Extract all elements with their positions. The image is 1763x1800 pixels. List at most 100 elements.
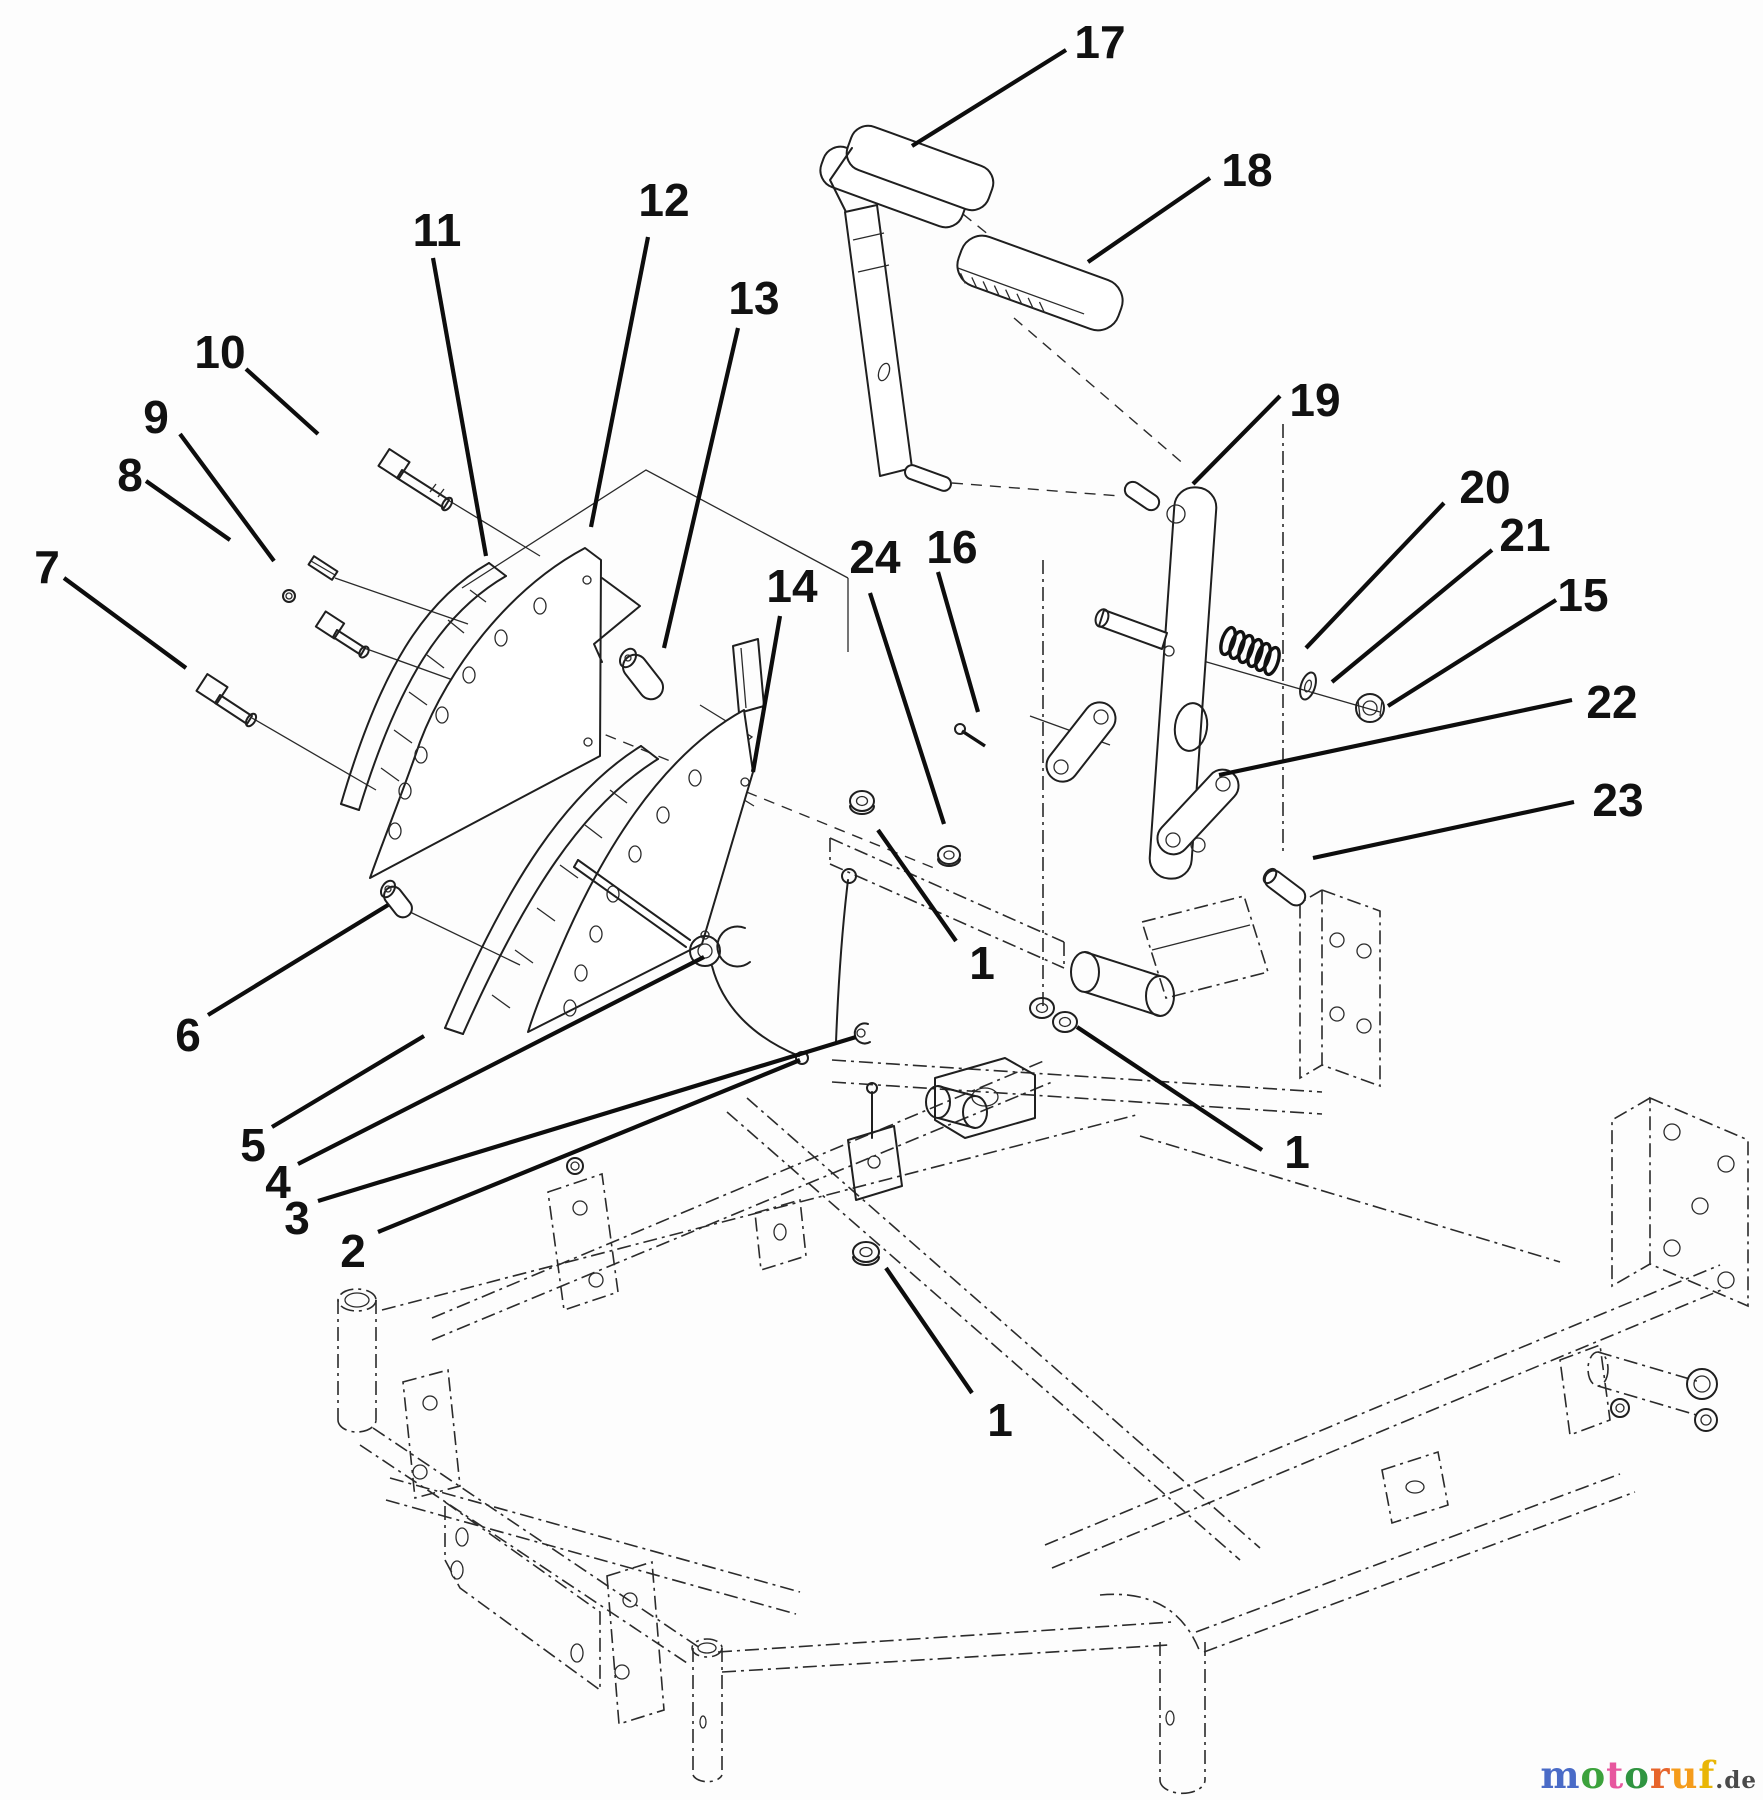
sector-plate-upper [370, 548, 640, 878]
key-8 [283, 556, 337, 602]
callout-3-leader [318, 1037, 856, 1201]
bolt-7 [196, 674, 258, 728]
watermark-letter: r [1649, 1753, 1671, 1797]
chassis-frame [338, 838, 1748, 1793]
callout-15-leader [1388, 600, 1556, 706]
callout-4-label: 4 [265, 1156, 291, 1208]
frame-post-left [338, 1289, 376, 1432]
cable-link [712, 966, 799, 1056]
flange-nuts-1-right [1030, 998, 1077, 1032]
callout-10-leader [246, 369, 318, 434]
callout-19-label: 19 [1289, 374, 1340, 426]
nut-15 [1356, 694, 1384, 722]
callout-5-label: 5 [240, 1119, 266, 1171]
callout-5-leader [272, 1036, 424, 1127]
callout-18-leader [1088, 178, 1210, 262]
callout-3-label: 3 [284, 1192, 310, 1244]
callout-22-label: 22 [1586, 676, 1637, 728]
frame-hanger-bracket-a [548, 1158, 618, 1310]
callout-17-leader [912, 50, 1066, 146]
callout-9-label: 9 [143, 391, 169, 443]
callout-2-leader [378, 1060, 800, 1232]
watermark-letter: t [1606, 1753, 1625, 1797]
callout-9-leader [180, 434, 274, 561]
frame-small-bracket [1382, 1452, 1448, 1523]
callout-24-leader [870, 593, 944, 824]
pivot-pin [1099, 610, 1167, 649]
wear-strip-upper [341, 563, 506, 810]
callout-6-leader [208, 905, 388, 1015]
watermark-letter: o [1580, 1753, 1607, 1797]
spring-20 [1218, 626, 1282, 676]
callout-23-leader [1313, 802, 1574, 858]
frame-post-right [1160, 1642, 1205, 1793]
callout-1-bottom-leader [886, 1268, 972, 1393]
frame-mid-plate [1071, 890, 1380, 1086]
pedal-lever-17 [815, 121, 998, 493]
callout-10-label: 10 [194, 326, 245, 378]
frame-post-middle [692, 1639, 722, 1782]
callout-1-right-label: 1 [1284, 1126, 1310, 1178]
frame-caster-mount [1560, 1345, 1717, 1435]
watermark-letter: m [1540, 1753, 1581, 1797]
wear-strip-lower [445, 746, 658, 1034]
sector-plate-lower [528, 639, 764, 1032]
bushing-6 [378, 878, 415, 921]
callout-21-label: 21 [1499, 509, 1550, 561]
nut-24 [938, 846, 960, 866]
callout-1-bottom-label: 1 [987, 1394, 1013, 1446]
frame-strap-rear [607, 1562, 664, 1724]
callout-15-label: 15 [1557, 569, 1608, 621]
bolt-10 [378, 449, 454, 512]
callout-11-leader [433, 258, 486, 556]
callout-8-leader [146, 481, 230, 540]
flange-nut-1-bottom [853, 1242, 879, 1265]
callout-13-label: 13 [728, 272, 779, 324]
watermark-letter: f [1698, 1753, 1716, 1797]
spacer-13 [617, 646, 668, 704]
callout-4-leader [298, 957, 704, 1164]
callout-1-middle-leader [878, 830, 956, 941]
callout-1-right-leader [1077, 1027, 1262, 1150]
frame-hanger-bracket-b [755, 1200, 806, 1270]
pedal-pad-18 [951, 229, 1129, 336]
frame-lever-mount [830, 838, 1064, 1138]
callout-18-label: 18 [1221, 144, 1272, 196]
callout-2-label: 2 [340, 1225, 366, 1277]
e-clip-3 [855, 1023, 870, 1043]
watermark-letters: motoruf [1540, 1753, 1715, 1797]
callout-16-leader [938, 572, 978, 712]
watermark-logo: motoruf.de [1540, 1757, 1757, 1794]
washer-21 [1297, 671, 1319, 702]
callout-21-leader [1332, 550, 1492, 682]
callout-11-label: 11 [413, 204, 462, 256]
frame-strap-center [848, 1083, 902, 1200]
callout-24-label: 24 [849, 531, 901, 583]
callout-7-label: 7 [34, 541, 60, 593]
callout-8-label: 8 [117, 449, 143, 501]
watermark-letter: o [1624, 1753, 1650, 1797]
callout-23-label: 23 [1592, 774, 1643, 826]
callout-20-label: 20 [1459, 461, 1510, 513]
pin-23 [1261, 867, 1309, 909]
callout-1-middle-label: 1 [969, 937, 995, 989]
screw-16 [955, 724, 985, 746]
flange-nut-1-middle [850, 791, 874, 814]
callout-16-label: 16 [926, 521, 977, 573]
callout-13-leader [664, 328, 738, 648]
ring-clip-4 [717, 926, 750, 966]
frame-skirt-plate [445, 1502, 600, 1690]
callout-12-leader [591, 237, 648, 527]
callout-19-leader [1193, 396, 1280, 484]
link-arm-19 [1093, 479, 1217, 880]
callout-14-leader [753, 616, 780, 772]
callout-20-leader [1306, 503, 1444, 648]
callout-12-label: 12 [638, 174, 689, 226]
callout-17-label: 17 [1074, 16, 1125, 68]
frame-strap-front [403, 1370, 460, 1498]
watermark-letter: u [1670, 1753, 1699, 1797]
link-plates-22 [1040, 696, 1245, 861]
